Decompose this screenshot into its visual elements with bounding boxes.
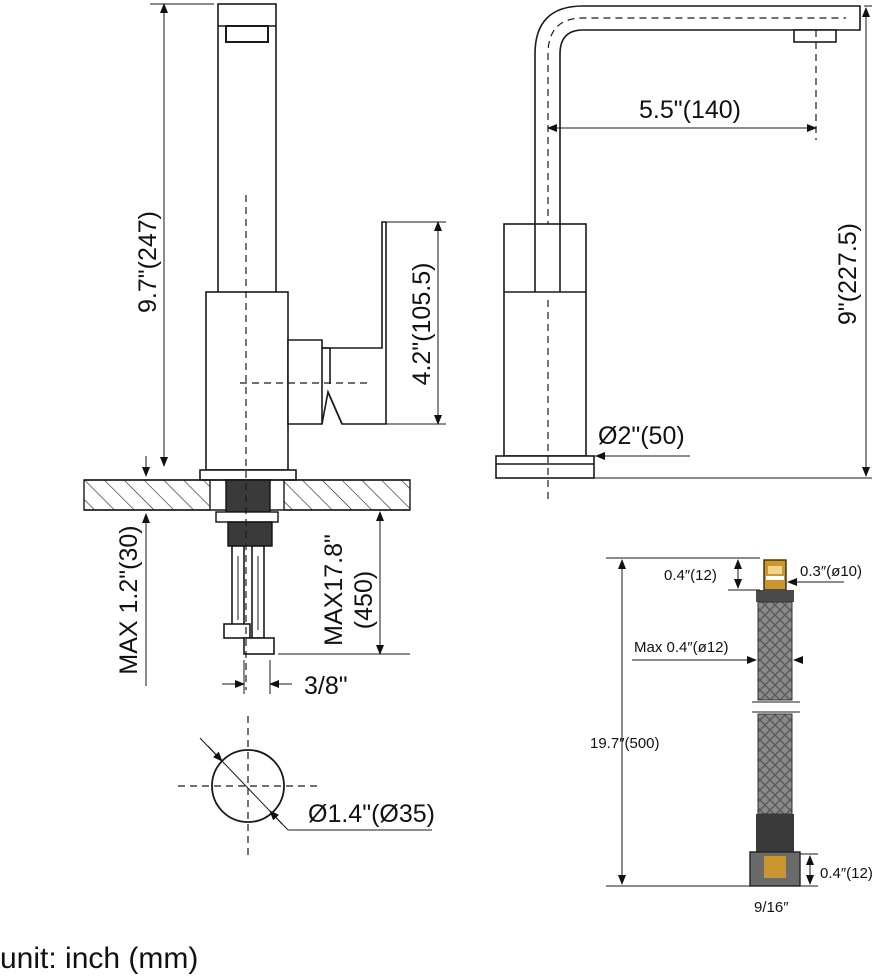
side-aerator <box>793 29 837 43</box>
side-view: 5.5"(140) 9"(227.5) Ø2"(50) <box>495 5 872 500</box>
side-body <box>503 223 587 457</box>
side-height-label: 9"(227.5) <box>834 223 862 325</box>
hose-nut-size-label: 9/16″ <box>754 899 789 916</box>
mounting-hole-label: Ø1.4"(Ø35) <box>308 800 435 828</box>
front-max-hose-label: MAX17.8" <box>320 534 348 646</box>
front-max-thickness-label: MAX 1.2"(30) <box>115 525 143 674</box>
front-base <box>199 469 297 481</box>
front-handle <box>287 221 387 425</box>
front-spout <box>217 3 277 295</box>
side-reach-label: 5.5"(140) <box>639 96 741 124</box>
hose-top-length-label: 0.4″(12) <box>664 567 717 584</box>
hose-braid-bottom <box>757 713 793 815</box>
hose-top-fitting <box>763 559 787 591</box>
side-base-label: Ø2"(50) <box>598 422 685 450</box>
countertop-left <box>83 479 211 511</box>
hose-max-diameter-label: Max 0.4″(ø12) <box>634 639 729 656</box>
front-handle-label: 4.2"(105.5) <box>408 263 436 386</box>
hose-top-diameter-label: 0.3″(ø10) <box>800 563 862 580</box>
front-view: 9.7"(247) 4.2"(105.5) MAX 1.2"(30) MAX17… <box>83 3 446 700</box>
hose-bottom-length-label: 0.4″(12) <box>820 865 873 882</box>
hose-total-length-label: 19.7″(500) <box>590 735 660 752</box>
front-shank <box>225 479 271 515</box>
front-max-hose-mm-label: (450) <box>350 571 378 629</box>
side-spout <box>534 5 861 296</box>
mounting-hole-view: Ø1.4"(Ø35) <box>178 716 435 856</box>
hose-detail-view: 0.4″(12) 0.3″(ø10) Max 0.4″(ø12) 19.7″(5… <box>590 557 873 916</box>
front-thread-label: 3/8" <box>304 672 348 700</box>
countertop-right <box>283 479 411 511</box>
unit-note: unit: inch (mm) <box>0 942 198 975</box>
side-base <box>495 455 595 479</box>
front-aerator <box>225 25 269 43</box>
mounting-hole-circle <box>211 749 285 823</box>
front-height-label: 9.7"(247) <box>134 211 162 313</box>
hose-braid-top <box>757 601 793 701</box>
front-body <box>205 291 289 471</box>
